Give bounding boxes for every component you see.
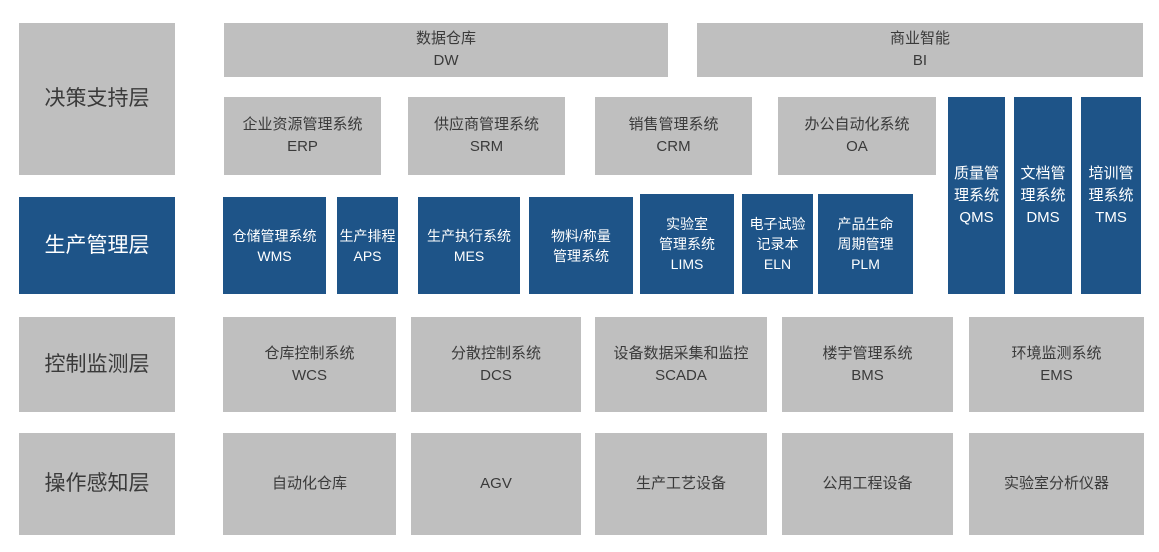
box-dw: 数据仓库 DW: [224, 23, 668, 77]
box-bms: 楼宇管理系统 BMS: [782, 317, 953, 412]
box-lims: 实验室 管理系统 LIMS: [640, 194, 734, 294]
layer-label-control-monitoring: 控制监测层: [19, 317, 175, 412]
box-lab-instruments: 实验室分析仪器: [969, 433, 1144, 535]
box-process-equipment: 生产工艺设备: [595, 433, 767, 535]
box-dms: 文档管理系统 DMS: [1014, 97, 1072, 294]
box-erp: 企业资源管理系统 ERP: [224, 97, 381, 175]
box-ems: 环境监测系统 EMS: [969, 317, 1144, 412]
box-automated-warehouse: 自动化仓库: [223, 433, 396, 535]
layer-label-decision-support: 决策支持层: [19, 23, 175, 175]
box-scada: 设备数据采集和监控 SCADA: [595, 317, 767, 412]
layer-label-operation-perception: 操作感知层: [19, 433, 175, 535]
box-mes: 生产执行系统 MES: [418, 197, 520, 294]
box-plm: 产品生命 周期管理 PLM: [818, 194, 913, 294]
box-oa: 办公自动化系统 OA: [778, 97, 936, 175]
box-qms: 质量管理系统 QMS: [948, 97, 1005, 294]
box-dcs: 分散控制系统 DCS: [411, 317, 581, 412]
box-wms: 仓储管理系统 WMS: [223, 197, 326, 294]
box-wcs: 仓库控制系统 WCS: [223, 317, 396, 412]
box-eln: 电子试验 记录本 ELN: [742, 194, 813, 294]
box-srm: 供应商管理系统 SRM: [408, 97, 565, 175]
box-bi: 商业智能 BI: [697, 23, 1143, 77]
box-material-weighing: 物料/称量 管理系统: [529, 197, 633, 294]
box-aps: 生产排程 APS: [337, 197, 398, 294]
box-utility-equipment: 公用工程设备: [782, 433, 953, 535]
box-crm: 销售管理系统 CRM: [595, 97, 752, 175]
box-agv: AGV: [411, 433, 581, 535]
box-tms: 培训管理系统 TMS: [1081, 97, 1141, 294]
layer-label-production-management: 生产管理层: [19, 197, 175, 294]
